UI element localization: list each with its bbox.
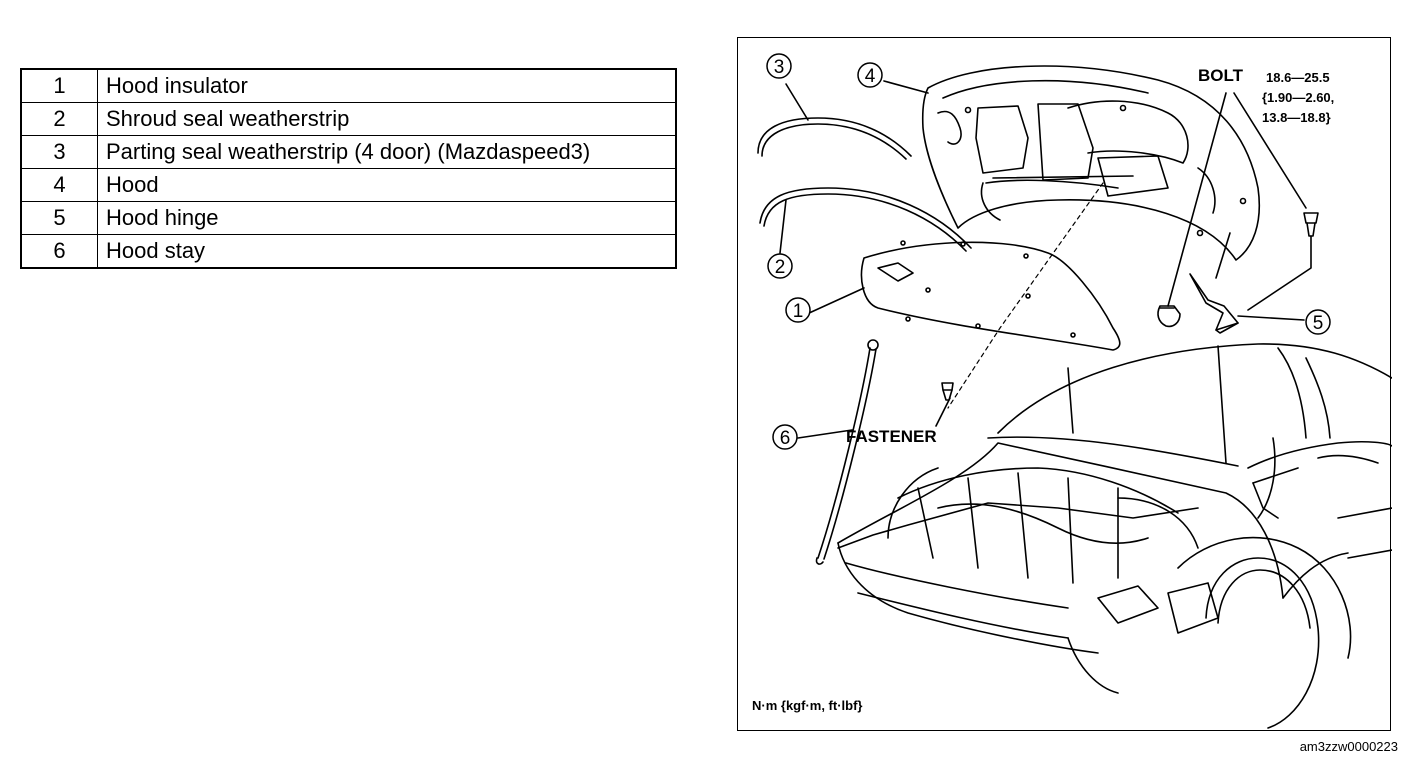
fastener-label: FASTENER [846, 427, 937, 446]
parting-seal-weatherstrip-drawing [757, 83, 912, 160]
bolt-label: BOLT [1198, 66, 1244, 85]
bolt-drawing [1157, 92, 1319, 328]
part-name: Hood insulator [97, 68, 677, 103]
vehicle-body-drawing [837, 343, 1392, 729]
svg-text:5: 5 [1313, 313, 1324, 334]
callout-2: 2 [767, 253, 793, 279]
part-number: 4 [20, 168, 98, 202]
svg-text:1: 1 [793, 301, 804, 322]
svg-text:3: 3 [774, 57, 785, 78]
part-name: Hood stay [97, 234, 677, 269]
hood-stay-drawing [797, 339, 879, 565]
hood-hinge-drawing [1189, 232, 1305, 334]
fastener-alignment-line [947, 182, 1104, 409]
svg-text:4: 4 [865, 66, 876, 87]
shroud-seal-weatherstrip-drawing [759, 187, 972, 254]
callout-4: 4 [857, 62, 883, 88]
bolt-torque-line-1: 18.6—25.5 [1266, 70, 1330, 85]
bolt-torque-line-3: 13.8—18.8} [1262, 110, 1331, 125]
part-name: Hood [97, 168, 677, 202]
table-row: 6 Hood stay [20, 234, 677, 269]
hood-drawing [883, 65, 1261, 261]
unit-legend: N·m {kgf·m, ft·lbf} [752, 698, 863, 713]
part-number: 2 [20, 102, 98, 136]
hood-assembly-drawing: 3 4 2 1 5 6 BOLT 18.6—25.5 {1.90—2.60, 1… [752, 53, 1392, 729]
figure-id: am3zzw0000223 [1299, 739, 1398, 754]
callout-1: 1 [785, 297, 811, 323]
bolt-torque-line-2: {1.90—2.60, [1262, 90, 1334, 105]
svg-text:2: 2 [775, 257, 786, 278]
table-row: 3 Parting seal weatherstrip (4 door) (Ma… [20, 135, 677, 169]
part-name: Hood hinge [97, 201, 677, 235]
table-row: 1 Hood insulator [20, 68, 677, 103]
part-name: Parting seal weatherstrip (4 door) (Mazd… [97, 135, 677, 169]
part-name: Shroud seal weatherstrip [97, 102, 677, 136]
callout-3: 3 [766, 53, 792, 79]
parts-table: 1 Hood insulator 2 Shroud seal weatherst… [20, 68, 677, 269]
table-row: 4 Hood [20, 168, 677, 202]
table-row: 2 Shroud seal weatherstrip [20, 102, 677, 136]
svg-text:6: 6 [780, 428, 791, 449]
callout-5: 5 [1305, 309, 1331, 335]
part-number: 3 [20, 135, 98, 169]
part-number: 6 [20, 234, 98, 269]
callout-6: 6 [772, 424, 798, 450]
part-number: 1 [20, 68, 98, 103]
exploded-view-figure: 3 4 2 1 5 6 BOLT 18.6—25.5 {1.90—2.60, 1… [737, 37, 1392, 731]
hood-insulator-drawing [795, 240, 1121, 351]
fastener-drawing [935, 382, 954, 427]
part-number: 5 [20, 201, 98, 235]
table-row: 5 Hood hinge [20, 201, 677, 235]
